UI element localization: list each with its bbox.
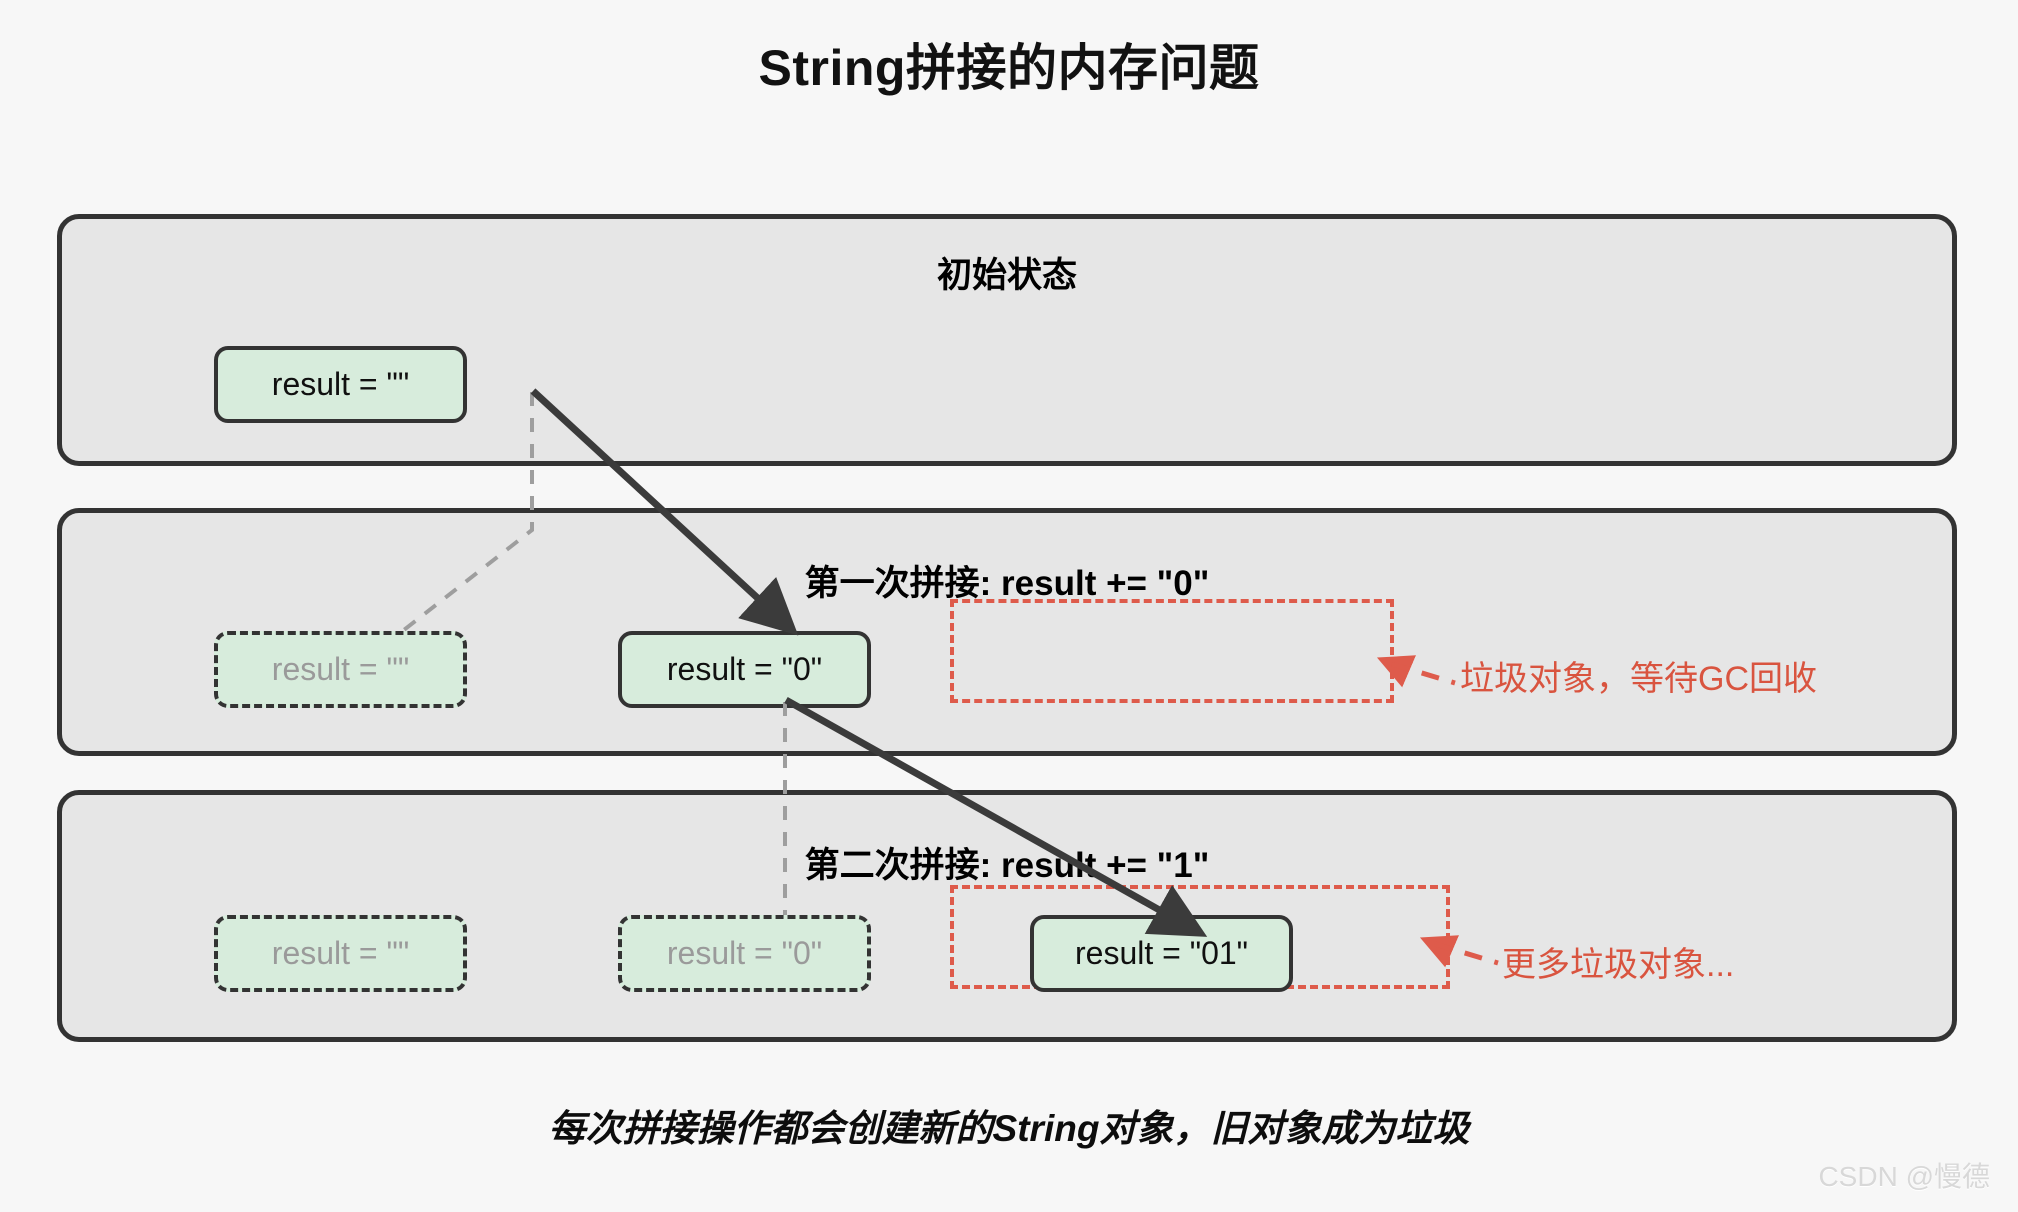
csdn-watermark: CSDN @慢德 xyxy=(1818,1161,1990,1192)
garbage-label-first: 垃圾对象，等待GC回收 xyxy=(1460,660,1817,698)
panel-second-concat-title: 第二次拼接: result += "1" xyxy=(804,846,1210,885)
diagram-caption: 每次拼接操作都会创建新的String对象，旧对象成为垃圾 xyxy=(548,1108,1470,1149)
panel-first-concat: 第一次拼接: result += "0" result = "" result … xyxy=(57,508,1957,756)
garbage-label-second: 更多垃圾对象... xyxy=(1502,946,1735,984)
object-box-result-empty-initial[interactable]: result = "" xyxy=(214,346,467,423)
panel-first-concat-title: 第一次拼接: result += "0" xyxy=(804,564,1210,603)
panel-initial-state: 初始状态 result = "" xyxy=(57,214,1957,466)
object-box-ghost-result-empty-second[interactable]: result = "" xyxy=(214,915,467,992)
object-box-result-01-second[interactable]: result = "01" xyxy=(1030,915,1293,992)
garbage-region-first xyxy=(950,599,1394,703)
panel-initial-state-title: 初始状态 xyxy=(936,256,1077,295)
object-box-ghost-result-empty-first[interactable]: result = "" xyxy=(214,631,467,708)
object-box-result-0-first[interactable]: result = "0" xyxy=(618,631,871,708)
panel-second-concat: 第二次拼接: result += "1" result = "" result … xyxy=(57,790,1957,1042)
page-title: String拼接的内存问题 xyxy=(758,40,1260,96)
object-box-ghost-result-0-second[interactable]: result = "0" xyxy=(618,915,871,992)
